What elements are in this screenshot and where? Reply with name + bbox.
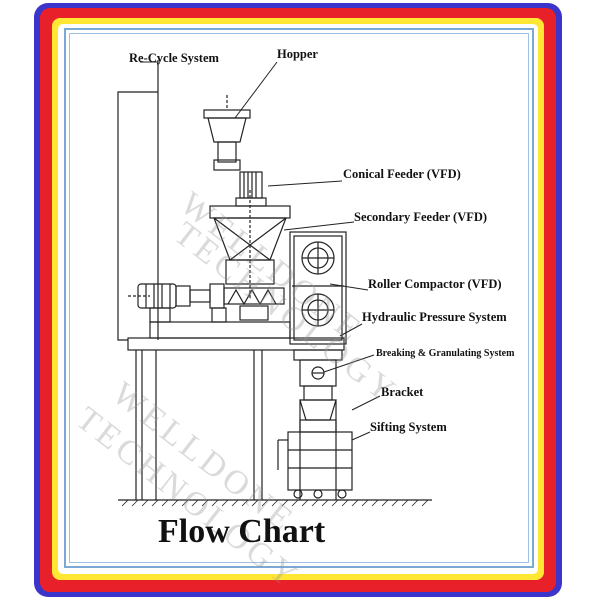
secondary-feeder-drive	[128, 283, 285, 323]
label-roller-compactor: Roller Compactor (VFD)	[368, 277, 502, 291]
label-bracket: Bracket	[381, 385, 424, 399]
label-hopper: Hopper	[277, 47, 318, 61]
bracket-chute	[299, 385, 337, 500]
label-recycle-system: Re-Cycle System	[129, 51, 219, 65]
label-conical-feeder: Conical Feeder (VFD)	[343, 167, 461, 181]
sifter-unit	[277, 419, 353, 499]
recycle-pipe	[117, 60, 159, 341]
label-secondary-feeder: Secondary Feeder (VFD)	[354, 210, 488, 224]
label-hydraulic-pressure: Hydraulic Pressure System	[362, 310, 507, 324]
roller-compactor	[289, 231, 347, 345]
diagram-inner-border	[69, 33, 529, 563]
label-sifting-system: Sifting System	[370, 420, 447, 434]
hopper-unit	[203, 95, 251, 171]
leader-lines	[140, 61, 381, 441]
label-breaking-granulating: Breaking & Granulating System	[376, 348, 515, 359]
conical-feeder-body	[209, 190, 291, 300]
page-title: Flow Chart	[158, 513, 326, 550]
ground-line	[118, 499, 432, 507]
conical-feeder-motor	[235, 171, 267, 207]
